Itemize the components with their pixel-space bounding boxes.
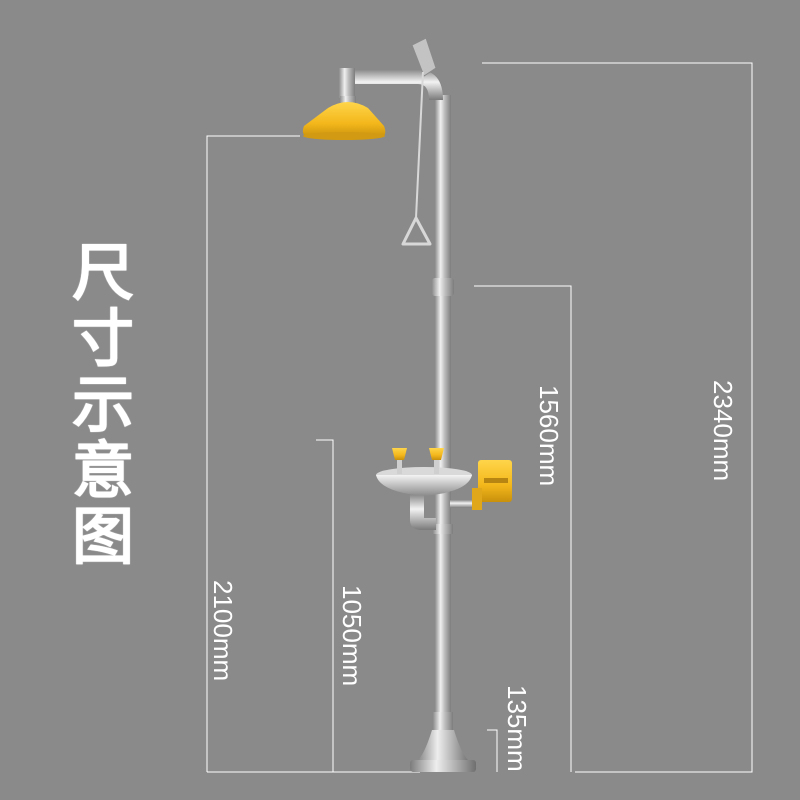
station-base xyxy=(410,712,476,772)
shower-head-icon xyxy=(302,96,386,140)
title-char: 意 xyxy=(71,434,134,507)
station-pipe xyxy=(339,37,454,745)
label-handle: 1560mm xyxy=(534,385,564,486)
title-char: 尺 xyxy=(71,236,134,309)
dim-line-eyewash xyxy=(316,439,334,772)
title-char: 寸 xyxy=(71,302,134,375)
label-overall: 2340mm xyxy=(708,380,738,481)
label-base: 135mm xyxy=(502,685,532,772)
label-eyewash: 1050mm xyxy=(337,585,367,686)
push-plate-icon xyxy=(472,460,512,510)
dim-line-shower xyxy=(206,135,300,772)
pull-handle-icon xyxy=(401,71,432,246)
eye-wash-bowl-icon xyxy=(376,448,476,530)
title-char: 图 xyxy=(71,500,134,573)
diagram-title: 尺 寸 示 意 图 xyxy=(68,240,138,570)
label-shower: 2100mm xyxy=(208,580,238,681)
dim-line-base xyxy=(487,729,498,772)
title-char: 示 xyxy=(71,368,134,441)
dim-line-handle xyxy=(474,285,572,772)
dimension-lines xyxy=(206,62,753,773)
dim-line-overall xyxy=(482,62,753,773)
